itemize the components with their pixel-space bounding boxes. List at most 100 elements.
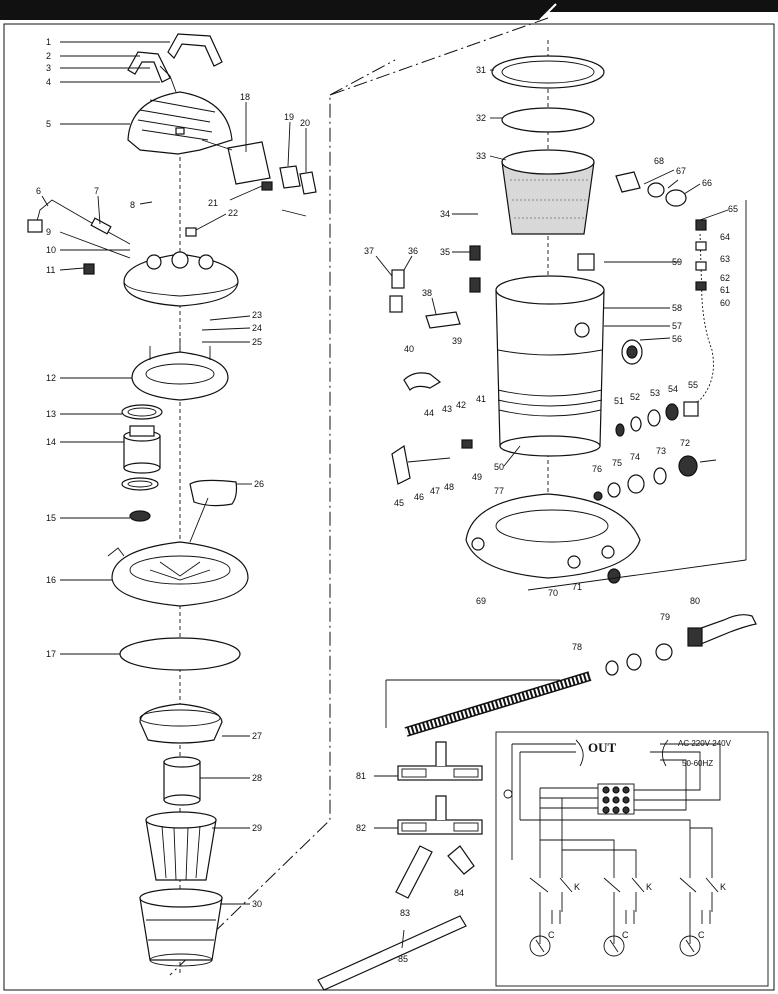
callout-75: 75 bbox=[612, 458, 622, 468]
callout-32: 32 bbox=[476, 113, 486, 123]
drain-valve-part bbox=[615, 401, 699, 437]
callout-10: 10 bbox=[46, 245, 56, 255]
callout-25: 25 bbox=[252, 337, 262, 347]
callout-70: 70 bbox=[548, 588, 558, 598]
callout-61: 61 bbox=[720, 285, 730, 295]
callout-41: 41 bbox=[476, 394, 486, 404]
callout-48: 48 bbox=[444, 482, 454, 492]
capacitor-c-3: C bbox=[698, 930, 705, 940]
callout-24: 24 bbox=[252, 323, 262, 333]
callout-59: 59 bbox=[672, 257, 682, 267]
callout-29: 29 bbox=[252, 823, 262, 833]
callout-53: 53 bbox=[650, 388, 660, 398]
callout-12: 12 bbox=[46, 373, 56, 383]
top-cover-part bbox=[127, 91, 233, 155]
callout-76: 76 bbox=[592, 464, 602, 474]
callout-85: 85 bbox=[398, 954, 408, 964]
callout-69: 69 bbox=[476, 596, 486, 606]
fan-housing-part bbox=[107, 541, 249, 607]
callout-80: 80 bbox=[690, 596, 700, 606]
wiring-frame bbox=[495, 731, 769, 987]
callout-11: 11 bbox=[46, 265, 55, 275]
suction-hose-part bbox=[404, 643, 673, 737]
callout-21: 21 bbox=[208, 198, 218, 208]
callout-1: 1 bbox=[46, 37, 51, 47]
switch-k-2: K bbox=[646, 882, 652, 892]
motor-2-icon bbox=[603, 935, 625, 957]
callout-22: 22 bbox=[228, 208, 238, 218]
callout-54: 54 bbox=[668, 384, 678, 394]
callout-30: 30 bbox=[252, 899, 262, 909]
capacitor-c-1: C bbox=[548, 930, 555, 940]
supply-terminal bbox=[662, 739, 669, 767]
latch-part bbox=[403, 372, 442, 391]
callout-57: 57 bbox=[672, 321, 682, 331]
callout-65: 65 bbox=[728, 204, 738, 214]
callout-8: 8 bbox=[130, 200, 135, 210]
callout-31: 31 bbox=[476, 65, 486, 75]
clip-part bbox=[425, 311, 461, 329]
right-callouts: 31 32 33 34 35 36 37 38 39 40 41 42 43 4… bbox=[356, 65, 747, 964]
floor-tool-82 bbox=[397, 795, 483, 835]
switch-k-1: K bbox=[574, 882, 580, 892]
callout-16: 16 bbox=[46, 575, 56, 585]
callout-44: 44 bbox=[424, 408, 434, 418]
callout-81: 81 bbox=[356, 771, 366, 781]
callout-66: 66 bbox=[702, 178, 712, 188]
trolley-handle-part bbox=[378, 116, 488, 313]
section-divider bbox=[169, 17, 549, 976]
callout-2: 2 bbox=[46, 51, 51, 61]
callout-55: 55 bbox=[688, 380, 698, 390]
gasket-ring-part bbox=[119, 637, 241, 671]
capacitor-c-2: C bbox=[622, 930, 629, 940]
wand-elbow-part bbox=[687, 614, 757, 647]
callout-62: 62 bbox=[720, 273, 730, 283]
callout-38: 38 bbox=[422, 288, 432, 298]
inlet-part bbox=[621, 339, 643, 365]
callout-60: 60 bbox=[720, 298, 730, 308]
motor-part bbox=[121, 404, 163, 522]
callout-78: 78 bbox=[572, 642, 582, 652]
callout-20: 20 bbox=[300, 118, 310, 128]
callout-19: 19 bbox=[284, 112, 294, 122]
floor-tool-81 bbox=[397, 741, 483, 781]
callout-84: 84 bbox=[454, 888, 464, 898]
callout-52: 52 bbox=[630, 392, 640, 402]
switch-k-3: K bbox=[720, 882, 726, 892]
trolley-base-part bbox=[465, 493, 641, 584]
motor-top-plate-part bbox=[83, 227, 239, 307]
top-ring-part bbox=[491, 55, 605, 89]
filter-basket-part bbox=[139, 888, 223, 967]
callout-4: 4 bbox=[46, 77, 51, 87]
callout-23: 23 bbox=[252, 310, 262, 320]
callout-17: 17 bbox=[46, 649, 56, 659]
motor-3-icon bbox=[679, 935, 701, 957]
callout-9: 9 bbox=[46, 227, 51, 237]
wiring-lines bbox=[511, 743, 721, 870]
callout-73: 73 bbox=[656, 446, 666, 456]
callout-43: 43 bbox=[442, 404, 452, 414]
callout-74: 74 bbox=[630, 452, 640, 462]
crevice-nozzle-part bbox=[395, 845, 433, 899]
callout-27: 27 bbox=[252, 731, 262, 741]
supply-frequency-label: 50-60HZ bbox=[682, 759, 713, 768]
filter-cage-part bbox=[145, 811, 217, 881]
callout-82: 82 bbox=[356, 823, 366, 833]
foam-filter-part bbox=[189, 479, 238, 507]
callout-14: 14 bbox=[46, 437, 56, 447]
float-cage-top-part bbox=[139, 703, 223, 744]
callout-68: 68 bbox=[654, 156, 664, 166]
power-cable-part bbox=[27, 199, 131, 245]
motor-branch-3: K C bbox=[679, 870, 726, 957]
terminal-block bbox=[597, 783, 635, 815]
callout-42: 42 bbox=[456, 400, 466, 410]
callout-49: 49 bbox=[472, 472, 482, 482]
tank-assembly: 31 32 33 34 35 36 37 38 39 40 41 42 43 4… bbox=[317, 40, 757, 991]
callout-77: 77 bbox=[494, 486, 504, 496]
motor-branch-2: K C bbox=[603, 870, 652, 957]
handle-part bbox=[127, 33, 223, 93]
callout-39: 39 bbox=[452, 336, 462, 346]
callout-26: 26 bbox=[254, 479, 264, 489]
callout-33: 33 bbox=[476, 151, 486, 161]
header-bar bbox=[0, 0, 778, 21]
